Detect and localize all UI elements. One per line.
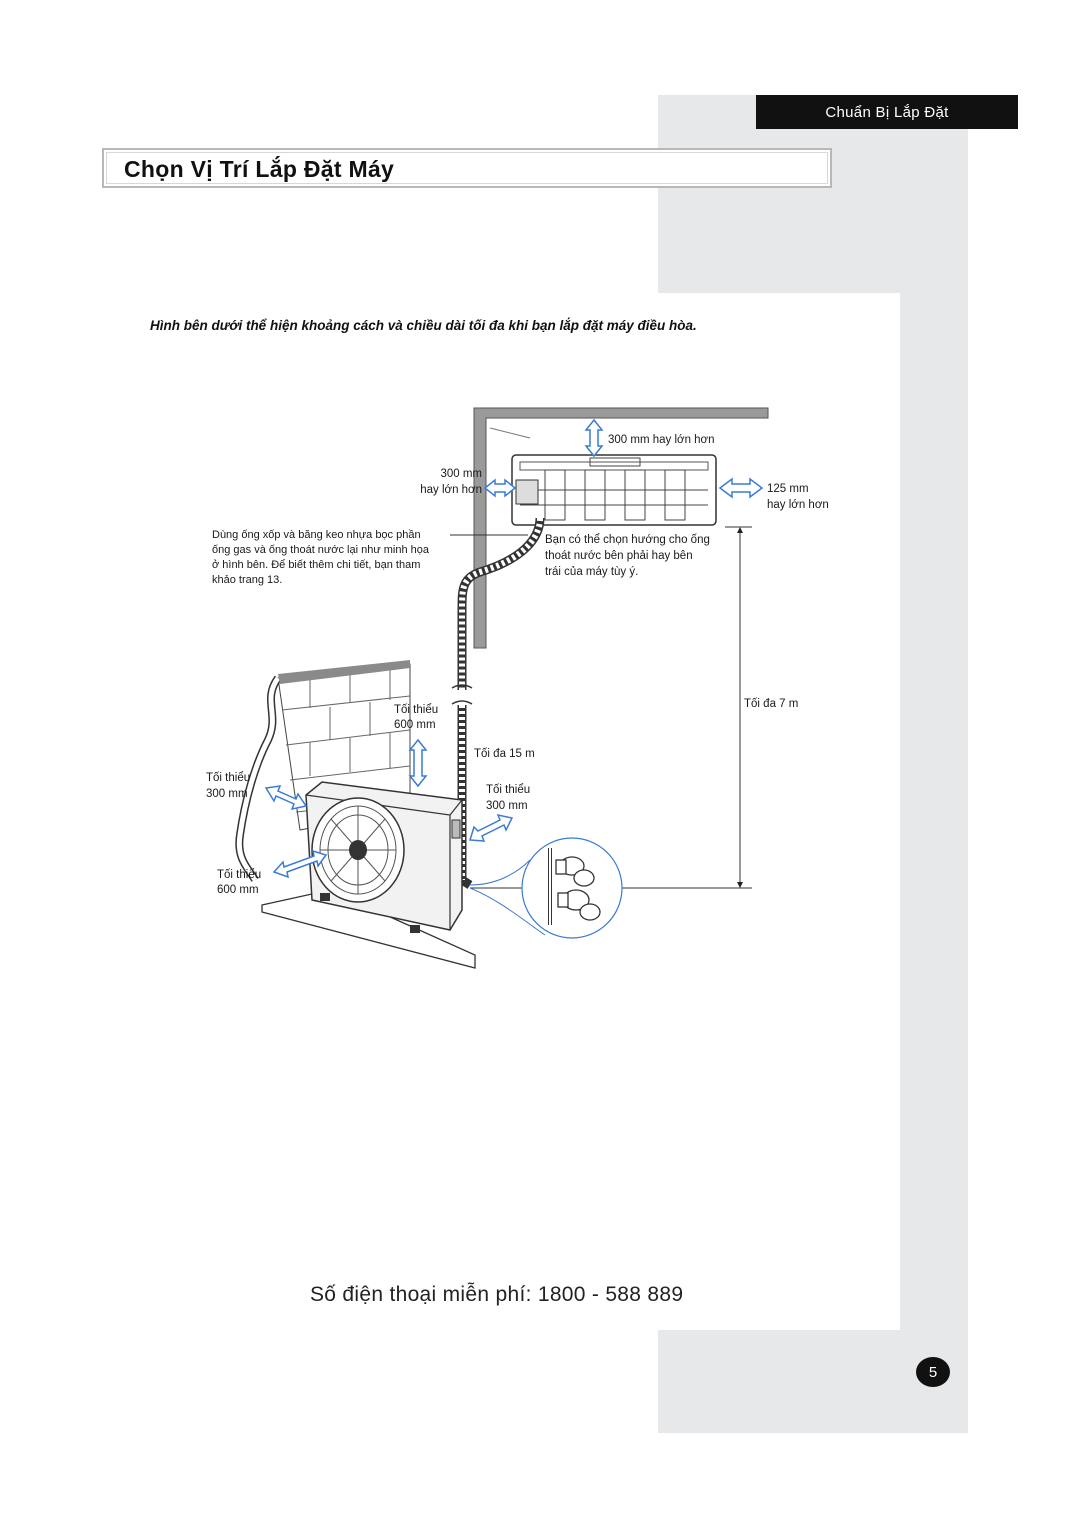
svg-text:Dùng ống xốp và băng keo nhựa: Dùng ống xốp và băng keo nhựa bọc phần (212, 529, 421, 541)
outdoor-right-line1: Tối thiểu (486, 784, 530, 796)
right-clearance-line1: 125 mm (767, 483, 809, 495)
svg-text:ở hình bên. Để biết thêm chi t: ở hình bên. Để biết thêm chi tiết, bạn t… (212, 559, 420, 571)
outdoor-front-line1: Tối thiểu (217, 869, 261, 881)
drain-note: Bạn có thể chọn hướng cho ống thoát nước… (545, 534, 710, 578)
indoor-unit (511, 454, 717, 526)
svg-text:thoát nước bên phải hay bên: thoát nước bên phải hay bên (545, 550, 693, 562)
svg-text:ống gas và ống thoát nước lại: ống gas và ống thoát nước lại như minh h… (212, 544, 430, 556)
left-clearance-line2: hay lớn hơn (420, 484, 482, 496)
left-clearance-line1: 300 mm (440, 468, 482, 480)
max-height-dimension (470, 526, 752, 889)
outdoor-left-line2: 300 mm (206, 788, 248, 800)
right-clearance-line2: hay lớn hơn (767, 499, 829, 511)
outdoor-front-line2: 600 mm (217, 884, 259, 896)
valve-detail (469, 837, 623, 939)
left-clearance-arrow (483, 478, 517, 498)
page-number: 5 (916, 1357, 950, 1387)
top-clearance-arrow (584, 418, 604, 458)
refrigerant-pipe (451, 517, 545, 889)
svg-text:khảo trang 13.: khảo trang 13. (212, 574, 282, 586)
pipe-note: Dùng ống xốp và băng keo nhựa bọc phần ố… (212, 529, 430, 586)
page-title: Chọn Vị Trí Lắp Đặt Máy (124, 156, 395, 182)
intro-text: Hình bên dưới thể hiện khoảng cách và ch… (150, 318, 697, 333)
side-panel-bottom (658, 1330, 968, 1433)
top-clearance-label: 300 mm hay lớn hơn (608, 434, 715, 446)
max-length-label: Tối đa 15 m (474, 748, 535, 760)
outdoor-front-arrow (272, 849, 328, 879)
indoor-wall (473, 407, 769, 649)
section-tab: Chuẩn Bị Lắp Đặt (756, 95, 1018, 129)
outdoor-top-line1: Tối thiểu (394, 704, 438, 716)
right-clearance-arrow (718, 477, 764, 499)
outdoor-unit (305, 781, 463, 933)
svg-text:Bạn có thể chọn hướng cho ống: Bạn có thể chọn hướng cho ống (545, 534, 710, 546)
svg-text:trái của máy tùy ý.: trái của máy tùy ý. (545, 566, 638, 578)
title-box: Chọn Vị Trí Lắp Đặt Máy (102, 148, 832, 188)
outdoor-top-line2: 600 mm (394, 719, 436, 731)
outdoor-top-arrow (408, 738, 428, 788)
side-panel-right (900, 95, 968, 1335)
outdoor-left-arrow (264, 785, 308, 811)
outdoor-left-line1: Tối thiểu (206, 772, 250, 784)
outdoor-right-arrow (469, 813, 514, 842)
outdoor-right-line2: 300 mm (486, 800, 528, 812)
max-height-label: Tối đa 7 m (744, 698, 798, 710)
section-label: Chuẩn Bị Lắp Đặt (825, 103, 949, 121)
toll-free-phone: Số điện thoại miễn phí: 1800 - 588 889 (310, 1283, 684, 1306)
